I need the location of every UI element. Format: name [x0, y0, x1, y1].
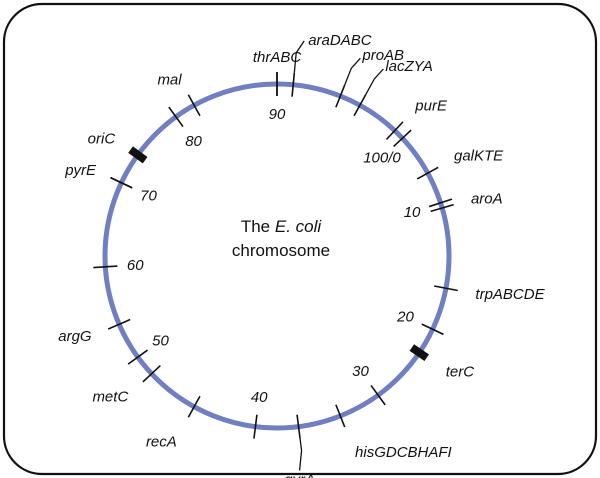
center-title-line1: The E. coli [241, 217, 323, 236]
scale-label-30: 30 [352, 363, 369, 380]
gene-label-lacZYA: lacZYA [385, 58, 433, 75]
gene-label-pyrE: pyrE [64, 162, 97, 179]
center-title-line2: chromosome [232, 241, 330, 260]
scale-label-50: 50 [152, 333, 169, 350]
marker-terC [409, 344, 429, 362]
scale-tick-20 [421, 323, 444, 336]
gene-label-argG: argG [58, 328, 92, 345]
scale-label-80: 80 [185, 133, 202, 150]
scale-label-10: 10 [404, 204, 421, 221]
gene-label-thrABC: thrABC [253, 49, 302, 66]
scale-tick-60 [93, 265, 118, 269]
gene-tick-proAB [335, 84, 346, 108]
center-title-prefix: The [241, 217, 275, 236]
scale-labels: 100/0 10 20 30 40 50 60 70 80 90 [127, 106, 421, 406]
gene-label-metC: metC [92, 389, 128, 406]
gene-tick-pyrE [110, 176, 133, 189]
gene-leader-gyrA [298, 438, 303, 471]
gene-label-gyrA: gyrA [284, 471, 315, 478]
scale-label-40: 40 [251, 389, 268, 406]
scale-label-60: 60 [127, 257, 144, 274]
center-title-italic: E. coli [275, 217, 323, 236]
gene-ticks [107, 40, 458, 471]
scale-tick-0 [393, 129, 412, 148]
gene-tick-trpABCDE [434, 285, 458, 292]
gene-leader-lacZYA [365, 68, 384, 96]
gene-tick-araDABC [291, 72, 296, 97]
gene-tick-metC [142, 364, 161, 383]
scale-label-0: 100/0 [363, 149, 401, 166]
gene-tick-hisGDCBHAFI [335, 404, 346, 428]
gene-tick-aroA [430, 203, 454, 213]
gene-label-recA: recA [146, 433, 177, 450]
scale-label-70: 70 [140, 188, 157, 205]
scale-tick-50 [127, 349, 149, 365]
gene-label-araDABC: araDABC [308, 32, 372, 49]
marker-label-oriC: oriC [88, 130, 116, 147]
gene-tick-recA [187, 395, 201, 418]
scale-tick-10 [428, 198, 453, 208]
gene-label-mal: mal [157, 71, 182, 88]
gene-label-purE: purE [414, 98, 448, 115]
gene-tick-lacZYA [353, 94, 367, 117]
scale-tick-80 [168, 106, 184, 128]
scale-tick-40 [253, 414, 258, 439]
markers: oriC terC [88, 130, 475, 380]
marker-oriC [128, 146, 148, 164]
scale-label-90: 90 [269, 106, 286, 123]
gene-leader-araDABC [293, 40, 305, 73]
gene-label-proAB: proAB [361, 47, 404, 64]
gene-label-trpABCDE: trpABCDE [475, 286, 545, 303]
gene-tick-gyrA [296, 414, 301, 439]
gene-tick-argG [107, 318, 131, 330]
gene-label-aroA: aroA [471, 191, 503, 208]
gene-label-galKTE: galKTE [454, 148, 504, 165]
scale-tick-30 [370, 384, 386, 406]
gene-leader-proAB [344, 57, 361, 86]
gene-tick-mal [187, 94, 201, 117]
scale-label-20: 20 [396, 308, 414, 325]
gene-label-hisGDCBHAFI: hisGDCBHAFI [355, 444, 452, 461]
gene-tick-purE [385, 121, 404, 140]
gene-tick-galKTE [416, 166, 439, 180]
marker-label-terC: terC [446, 364, 475, 381]
